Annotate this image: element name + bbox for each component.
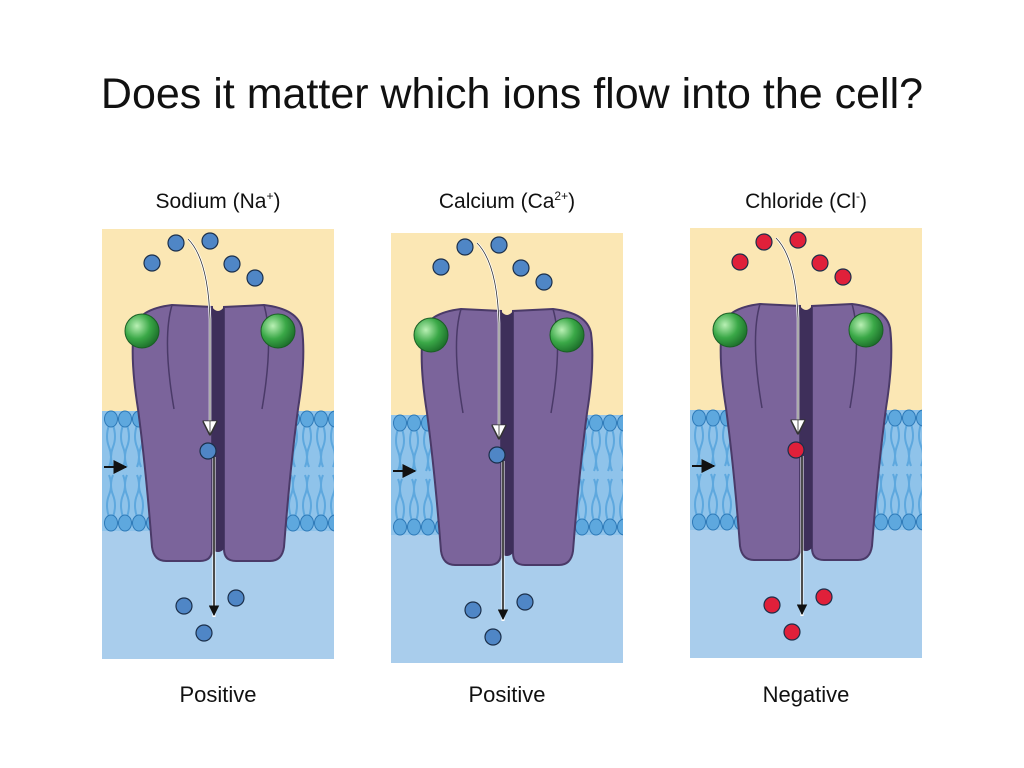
ion [755,233,773,251]
ion-charge: - [855,189,860,203]
gate-ligand-left [413,317,449,353]
ion-channel-illustration [690,228,922,658]
ion-label: Calcium (Ca2+) [391,190,623,214]
ion [811,254,829,272]
ion-channel-illustration [391,233,623,663]
ion [246,269,264,287]
ion [834,268,852,286]
ion [535,273,553,291]
gate-ligand-left [124,313,160,349]
ion [167,234,185,252]
charge-result: Positive [179,682,257,707]
ion-label-name: Chloride (Cl [745,190,856,213]
charge-result: Positive [468,682,546,707]
ion [512,259,530,277]
ion-charge: + [266,189,274,203]
ion-label-close: ) [859,190,867,213]
ion [464,601,482,619]
ion [789,231,807,249]
ion [199,442,217,460]
ion [488,446,506,464]
ion [815,588,833,606]
ion-label-name: Calcium (Ca [438,190,555,213]
ion [143,254,161,272]
ion [516,593,534,611]
gate-ligand-left [712,312,748,348]
ion [195,624,213,642]
ion [731,253,749,271]
ion [223,255,241,273]
gate-ligand-right [549,317,585,353]
ion [787,441,805,459]
ion [432,258,450,276]
ion [763,596,781,614]
ion [227,589,245,607]
gate-ligand-right [848,312,884,348]
ion-label-name: Sodium (Na [155,190,267,213]
ion-charge: 2+ [554,189,569,203]
ion [175,597,193,615]
ion-label-close: ) [568,190,576,213]
ion [201,232,219,250]
ion-label-close: ) [273,190,281,213]
ion-label: Sodium (Na+) [102,190,334,214]
ion [490,236,508,254]
slide-title: Does it matter which ions flow into the … [100,70,924,118]
ion [456,238,474,256]
ion-channel-illustration [102,229,334,659]
gate-ligand-right [260,313,296,349]
ion-channel-protein [719,302,893,561]
ion-label: Chloride (Cl-) [690,190,922,214]
ion [484,628,502,646]
charge-result: Negative [762,682,850,707]
ion [783,623,801,641]
